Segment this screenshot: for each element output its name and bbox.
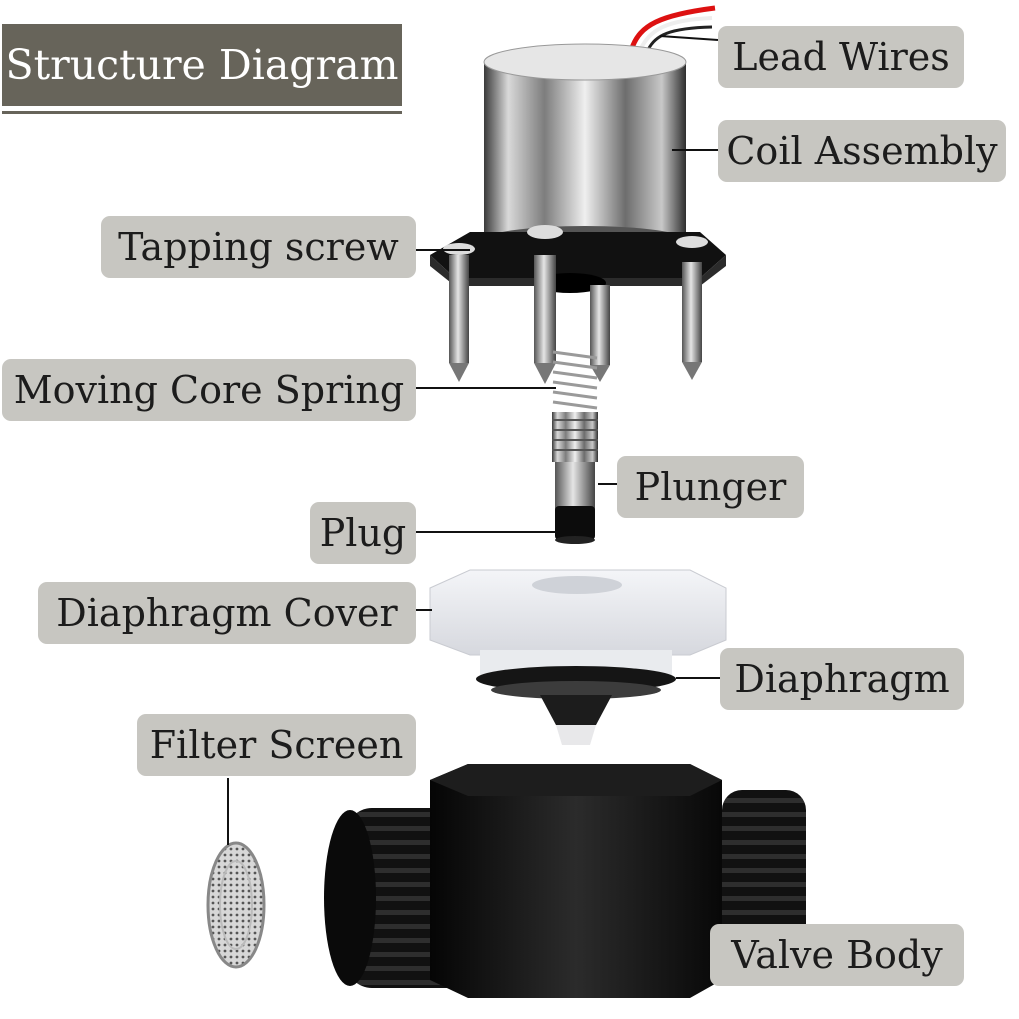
plunger-illustration	[552, 412, 598, 510]
label-plunger: Plunger	[617, 456, 804, 518]
lead-wires-illustration	[629, 5, 716, 51]
plug-illustration	[555, 506, 595, 544]
label-lead-wires: Lead Wires	[718, 26, 964, 88]
label-diaphragm: Diaphragm	[720, 648, 964, 710]
label-tapping-screw: Tapping screw	[101, 216, 416, 278]
label-moving-core-spring: Moving Core Spring	[2, 359, 416, 421]
valve-body-illustration	[324, 764, 806, 998]
filter-screen-illustration	[206, 841, 266, 969]
label-plug: Plug	[310, 502, 416, 564]
label-coil-assembly: Coil Assembly	[718, 120, 1006, 182]
diaphragm-illustration	[476, 650, 676, 745]
coil-assembly-illustration	[483, 43, 687, 254]
label-diaphragm-cover: Diaphragm Cover	[38, 582, 416, 644]
moving-core-spring-illustration	[552, 350, 598, 410]
label-filter-screen: Filter Screen	[137, 714, 416, 776]
diaphragm-cover-illustration	[429, 569, 727, 656]
diagram-title: Structure Diagram	[2, 24, 402, 106]
label-valve-body: Valve Body	[710, 924, 964, 986]
leader-lead-wires	[659, 35, 719, 41]
leader-lines	[227, 35, 720, 845]
title-underline	[2, 111, 402, 114]
